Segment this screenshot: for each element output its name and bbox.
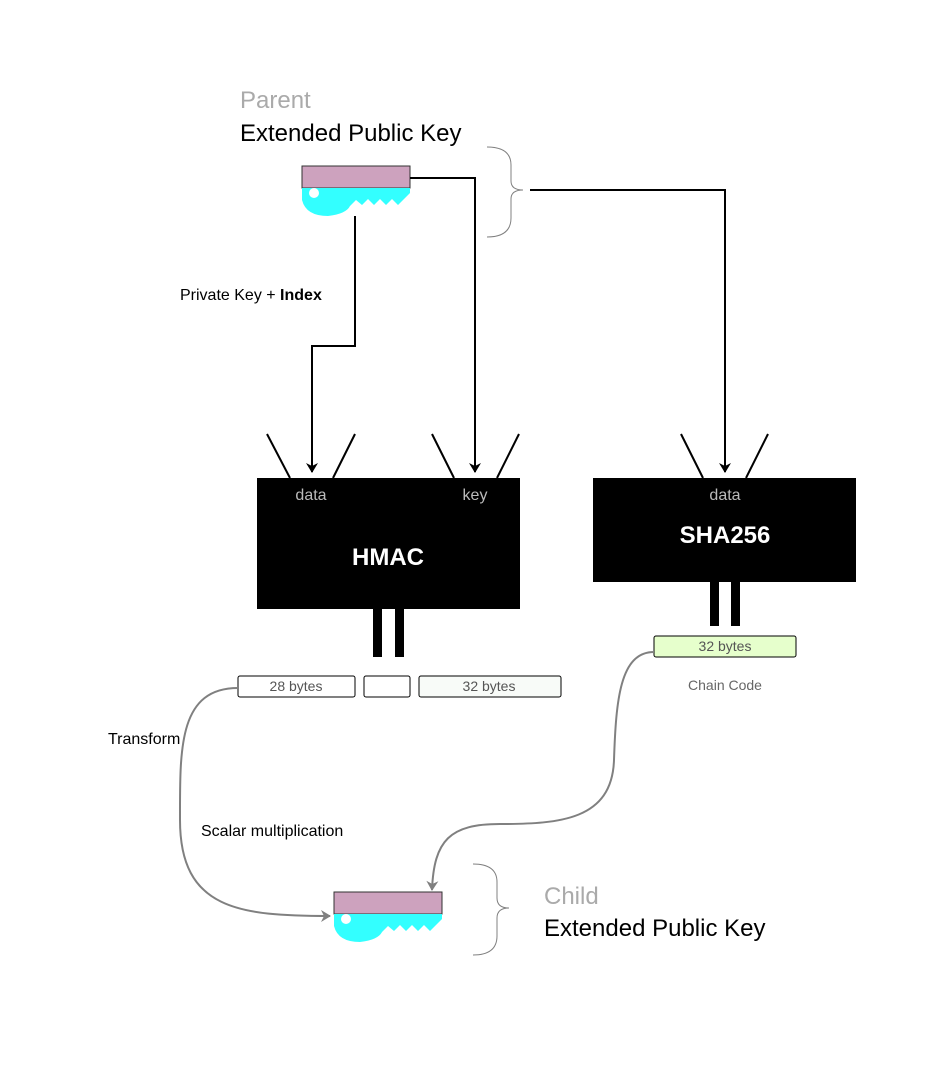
connector-parent-to-hmac-data xyxy=(306,216,356,473)
parent-key-icon xyxy=(301,165,411,216)
chain-code-caption: Chain Code xyxy=(688,677,762,693)
hmac-box xyxy=(257,478,520,609)
hmac-output-bar-right xyxy=(395,609,404,657)
hmac-title: HMAC xyxy=(352,544,424,571)
sha256-box xyxy=(593,478,856,582)
parent-brace xyxy=(486,146,524,238)
hmac-input-funnels xyxy=(266,433,520,479)
child-role-label: Child xyxy=(544,883,599,910)
hmac-output-bar-left xyxy=(373,609,382,657)
sha-input-funnels xyxy=(680,433,769,479)
annotation-transform: Transform xyxy=(108,731,180,748)
edge-label-private-key-index: Private Key + Index xyxy=(180,287,322,304)
sha-output-32-bytes-label: 32 bytes xyxy=(699,638,752,654)
child-key-icon xyxy=(333,891,443,942)
curve-chain-code-to-child xyxy=(426,651,655,891)
hmac-key-port-label: key xyxy=(463,487,488,504)
parent-role-label: Parent xyxy=(240,87,311,114)
parent-title-label: Extended Public Key xyxy=(240,120,461,147)
connector-parent-to-sha-data xyxy=(530,189,731,473)
hmac-output-28-bytes-label: 28 bytes xyxy=(270,678,323,694)
hmac-output-gap-box xyxy=(363,675,411,698)
sha256-title: SHA256 xyxy=(680,522,771,549)
child-title-label: Extended Public Key xyxy=(544,915,765,942)
sha-output-bar-left xyxy=(710,582,719,626)
sha-data-port-label: data xyxy=(709,487,740,504)
connector-parent-to-hmac-key xyxy=(410,177,481,473)
hmac-output-32-bytes-label: 32 bytes xyxy=(463,678,516,694)
hmac-output-28-bytes: 28 bytes xyxy=(237,675,356,698)
sha-output-32-bytes: 32 bytes xyxy=(653,635,797,658)
edge-label-prefix: Private Key + xyxy=(180,287,280,304)
child-brace xyxy=(472,863,510,956)
sha-output-bar-right xyxy=(731,582,740,626)
hmac-data-port-label: data xyxy=(295,487,326,504)
curve-28-bytes-to-child xyxy=(178,687,331,922)
edge-label-emphasis: Index xyxy=(280,287,322,304)
hmac-output-32-bytes: 32 bytes xyxy=(418,675,562,698)
annotation-scalar-multiplication: Scalar multiplication xyxy=(201,823,343,840)
